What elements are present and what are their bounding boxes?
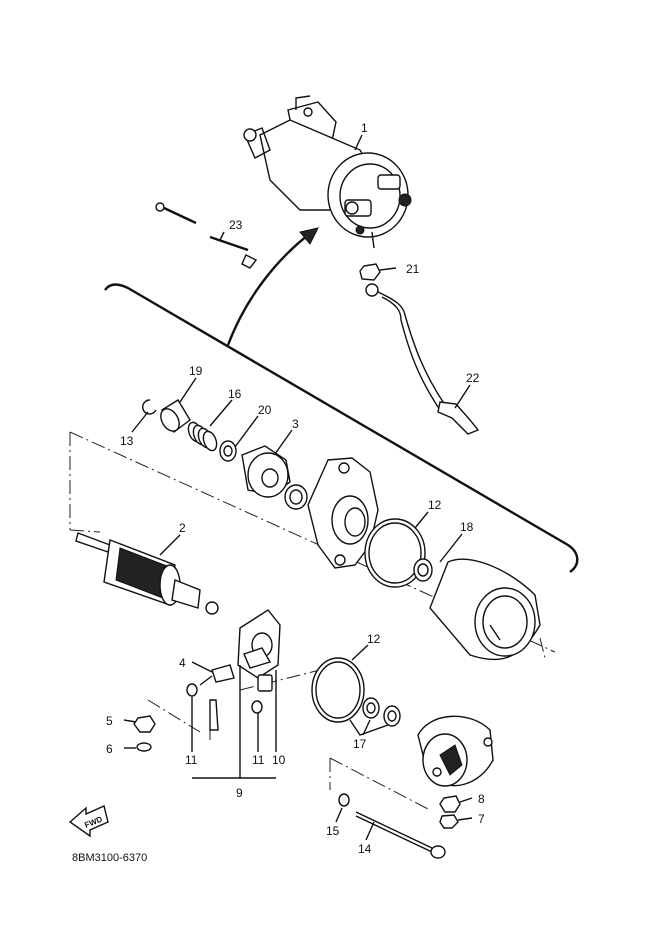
nut-21 — [359, 263, 381, 281]
label-10: 10 — [272, 753, 286, 767]
label-16: 16 — [228, 387, 242, 401]
starter-motor-assembly — [243, 95, 412, 249]
washer-18 — [413, 558, 433, 582]
label-21: 21 — [406, 262, 420, 276]
o-ring-12-lower — [311, 657, 365, 723]
lead-wire-23 — [155, 202, 258, 269]
washer-6 — [136, 742, 152, 752]
nut-5 — [133, 715, 156, 733]
label-17: 17 — [353, 737, 367, 751]
label-4: 4 — [179, 656, 186, 670]
brush-plate-9 — [237, 609, 281, 692]
washer-20 — [219, 440, 237, 462]
leader-lines — [123, 134, 473, 841]
label-19: 19 — [189, 364, 203, 378]
label-18: 18 — [460, 520, 474, 534]
label-12-upper: 12 — [428, 498, 442, 512]
assembly-arrow-head — [299, 227, 319, 245]
exploded-view-bracket — [104, 283, 579, 573]
circlip-13 — [142, 399, 157, 415]
rear-cover — [417, 715, 494, 787]
collar-19 — [160, 399, 191, 434]
drawing-code: 8BM3100-6370 — [72, 852, 147, 864]
assembly-arrow — [226, 231, 313, 346]
label-11-left: 11 — [185, 753, 198, 767]
bolt-14 — [355, 811, 446, 859]
o-ring-12-upper — [364, 518, 426, 588]
label-23: 23 — [229, 218, 243, 232]
lead-22 — [365, 283, 480, 435]
label-3: 3 — [292, 417, 299, 431]
nut-7 — [439, 814, 459, 829]
label-5: 5 — [106, 714, 113, 728]
front-cover — [307, 457, 379, 569]
fwd-arrow: FWD — [68, 805, 109, 838]
callout-labels: 1 2 3 4 5 6 7 8 9 10 11 11 12 12 13 14 1… — [106, 121, 485, 856]
label-7: 7 — [478, 812, 485, 826]
label-6: 6 — [106, 742, 113, 756]
label-2: 2 — [179, 521, 186, 535]
label-20: 20 — [258, 403, 272, 417]
brush-4 — [199, 664, 235, 686]
nut-8 — [439, 795, 461, 813]
label-9: 9 — [236, 786, 243, 800]
small-washers — [186, 683, 263, 731]
label-8: 8 — [478, 792, 485, 806]
label-13: 13 — [120, 434, 134, 448]
label-22: 22 — [466, 371, 480, 385]
spring-16 — [187, 421, 218, 452]
label-11-right: 11 — [252, 753, 265, 767]
washer-15 — [338, 793, 350, 807]
shims-17 — [362, 697, 401, 727]
label-15: 15 — [326, 824, 340, 838]
label-1: 1 — [361, 121, 368, 135]
label-14: 14 — [358, 842, 372, 856]
label-12-lower: 12 — [367, 632, 381, 646]
armature-2 — [75, 532, 219, 615]
yoke-housing — [429, 558, 541, 661]
clutch-3 — [241, 445, 308, 510]
